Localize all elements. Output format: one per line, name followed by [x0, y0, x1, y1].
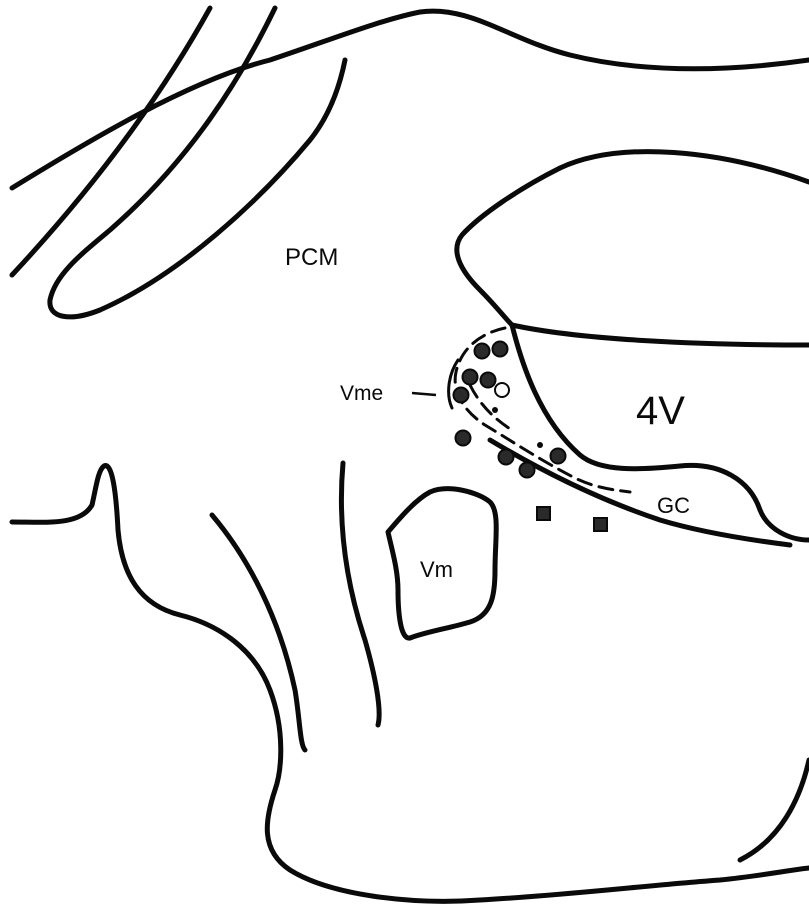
filled-circle-marker: [481, 373, 496, 388]
filled-circle-marker: [454, 388, 469, 403]
label-gc: GC: [657, 493, 690, 518]
fourth-ventricle-roof: [457, 152, 809, 345]
filled-circle-marker: [551, 449, 566, 464]
outer-section-boundary: [12, 11, 809, 188]
label-vme: Vme: [340, 382, 383, 405]
peduncle-band-outer: [12, 8, 210, 275]
square-marker: [594, 518, 607, 531]
lower-right-boundary: [740, 760, 809, 860]
left-lateral-margin: [12, 466, 809, 902]
vme-pointer-line: [412, 393, 436, 395]
open-circle-marker: [495, 383, 509, 397]
square-marker: [537, 507, 550, 520]
filled-circle-markers: [454, 342, 566, 478]
filled-circle-marker: [475, 344, 490, 359]
filled-circle-marker: [520, 463, 535, 478]
square-markers: [537, 507, 607, 531]
filled-circle-marker: [463, 370, 478, 385]
genu-outline: [490, 440, 790, 545]
filled-circle-marker: [456, 431, 471, 446]
filled-circle-marker: [493, 342, 508, 357]
inner-tract-curve-2: [341, 463, 379, 725]
label-vm: Vm: [420, 557, 453, 582]
filled-circle-marker: [537, 442, 543, 448]
label-pcm: PCM: [285, 244, 338, 271]
label-fourth-ventricle: 4V: [636, 389, 685, 433]
filled-circle-marker: [499, 450, 514, 465]
filled-circle-marker: [492, 407, 498, 413]
